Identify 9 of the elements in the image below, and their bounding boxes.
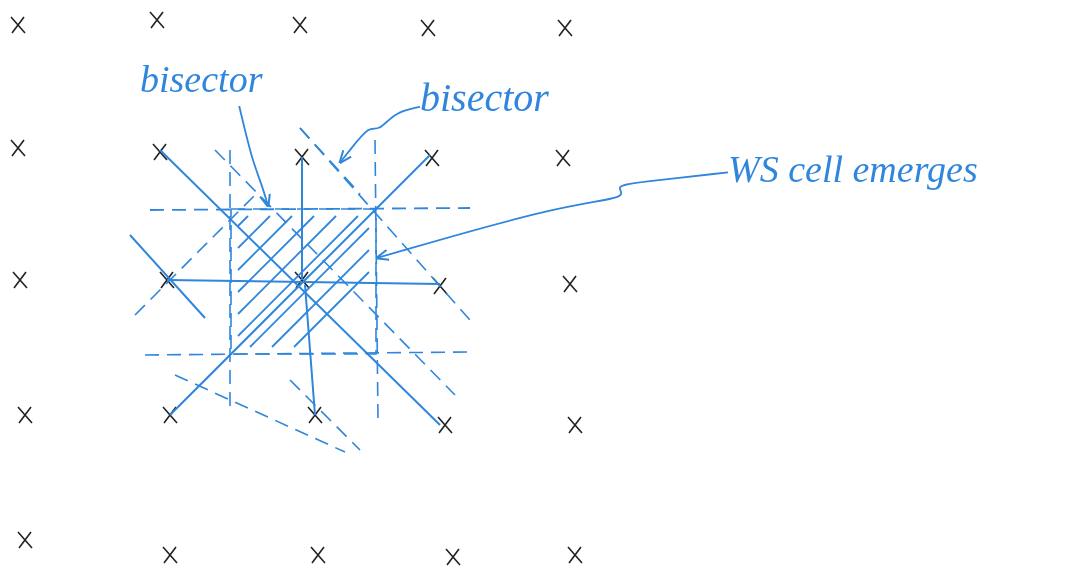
- annotation-text: bisector: [140, 60, 300, 106]
- bisector-line: [150, 206, 470, 214]
- leader-line: [338, 105, 421, 165]
- leader-line: [238, 105, 271, 209]
- annotation-text: bisector: [420, 78, 600, 126]
- annotation-text: WS cell emerges: [728, 150, 1068, 206]
- leader-line: [374, 171, 729, 261]
- bisector-line: [300, 128, 360, 194]
- ws-cell: [230, 208, 377, 355]
